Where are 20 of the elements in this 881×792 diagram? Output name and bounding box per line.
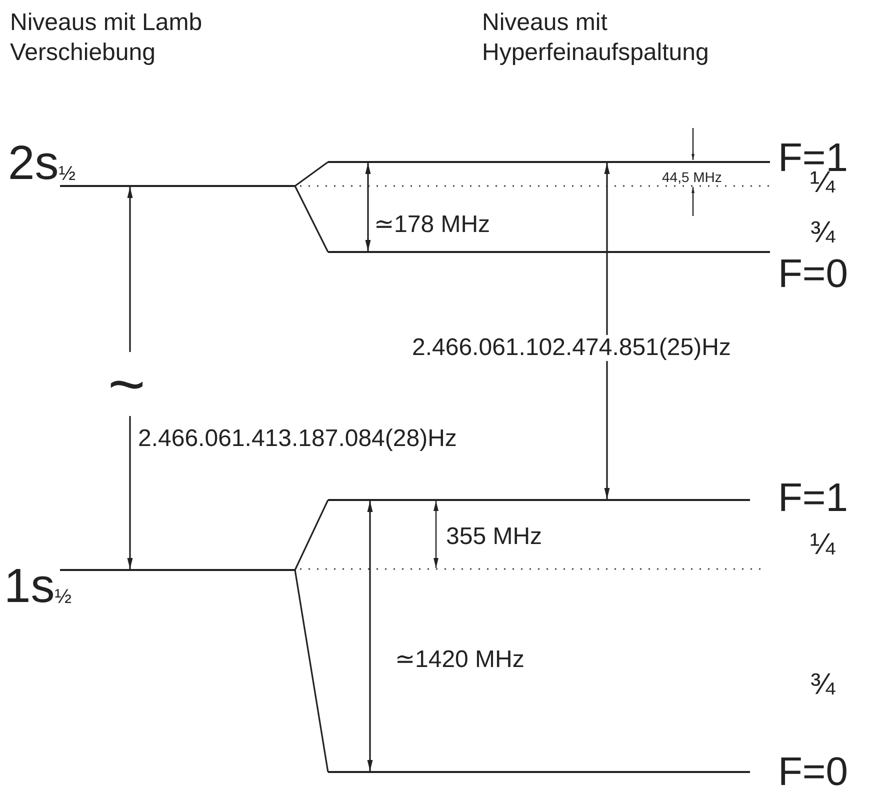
transition-arrow (604, 163, 610, 499)
level-label: F=1 (778, 478, 848, 518)
break-mark: ~ (108, 352, 146, 416)
dimension-label: 44,5 MHz (662, 170, 722, 184)
edge-label: 2.466.061.102.474.851(25)Hz (410, 335, 733, 362)
transition-arrow (365, 163, 371, 251)
level-label: F=0 (778, 752, 848, 792)
connector-line (294, 570, 329, 772)
column-heading: Niveaus mit Lamb Verschiebung (10, 8, 204, 68)
column-heading: Niveaus mit Hyperfeinaufspaltung (482, 8, 710, 68)
connector-line (294, 161, 328, 187)
weight-label: ¾ (810, 670, 836, 700)
connector-line (294, 186, 329, 252)
weight-label: ¼ (810, 530, 836, 560)
transition-arrow (367, 501, 373, 771)
weight-label: ¾ (810, 218, 836, 248)
connector-line (294, 500, 329, 570)
dimension-label: 355 MHz (446, 525, 542, 549)
level-label: F=0 (778, 254, 848, 294)
edge-label: 2.466.061.413.187.084(28)Hz (136, 426, 459, 452)
